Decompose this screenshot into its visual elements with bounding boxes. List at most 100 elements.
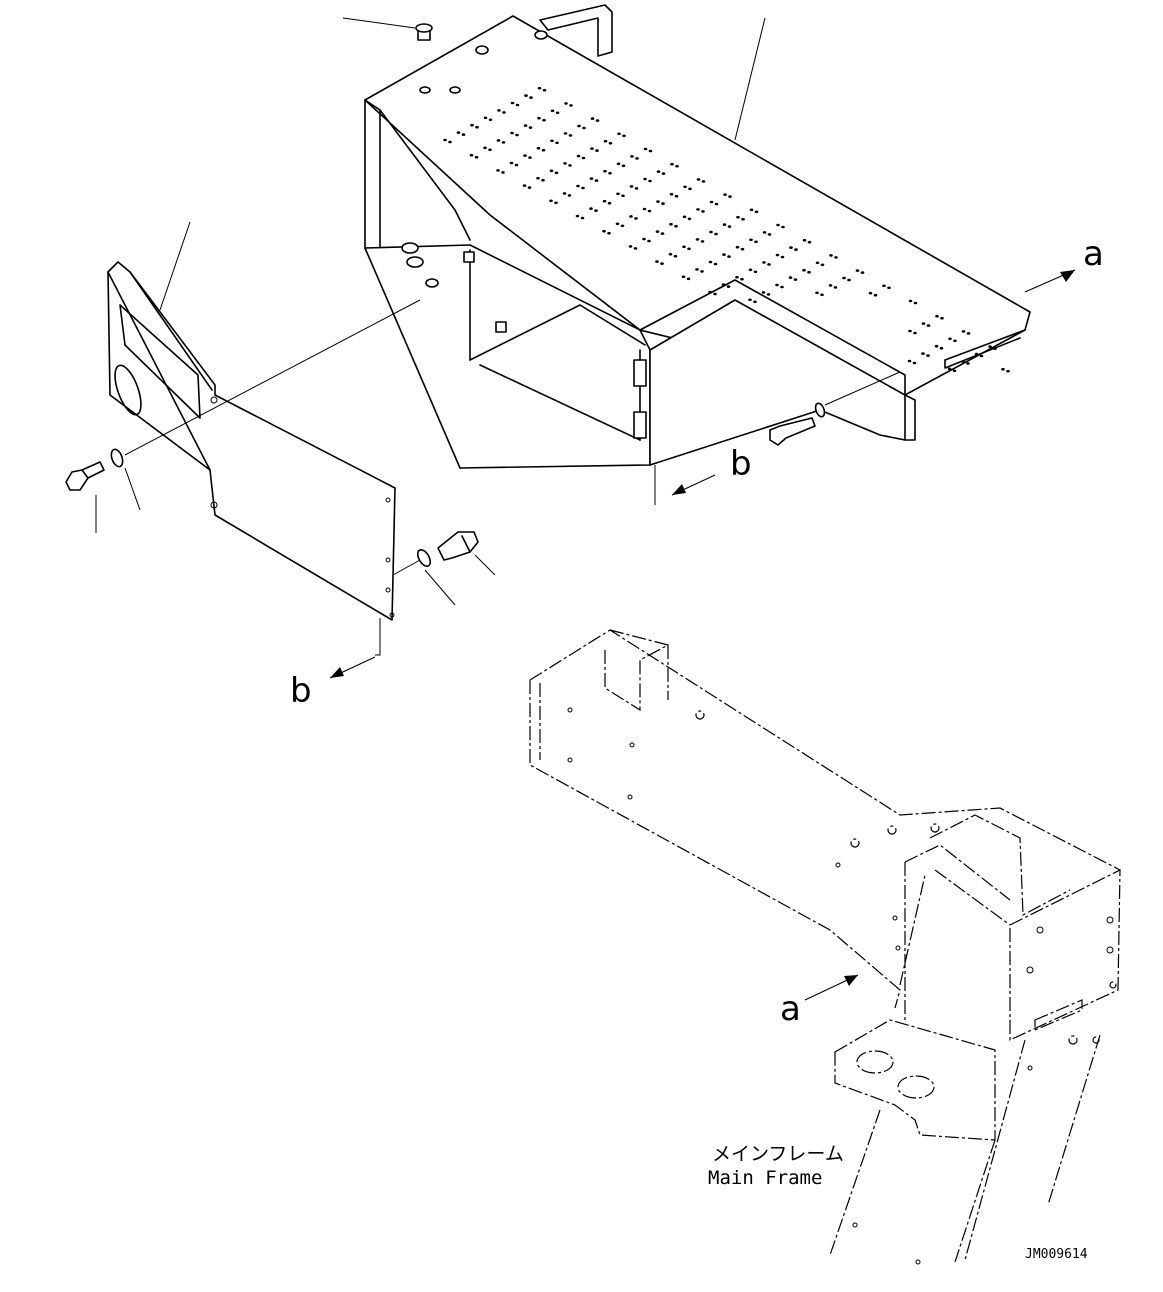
perforation-hole <box>483 146 487 150</box>
perforation-hole <box>749 238 753 242</box>
perforation-hole <box>762 231 767 234</box>
perforation-hole <box>514 163 519 167</box>
perforation-hole <box>907 359 912 363</box>
perforation-hole <box>542 118 546 122</box>
perforation-hole <box>735 245 740 249</box>
bolt-left <box>65 461 105 491</box>
perforation-hole <box>470 123 474 127</box>
perforation-hole <box>488 148 492 152</box>
perforation-hole <box>935 314 939 318</box>
arrow-b-left <box>329 656 376 679</box>
perforation-hole <box>483 116 488 120</box>
perforation-hole <box>776 223 780 227</box>
perforation-hole <box>882 284 886 288</box>
perforation-hole <box>701 180 706 183</box>
perforation-hole <box>576 154 581 158</box>
perforation-hole <box>700 240 705 243</box>
perforation-hole <box>1006 369 1010 373</box>
main-frame-label-en: Main Frame <box>708 1167 822 1189</box>
perforation-hole <box>607 201 612 205</box>
washer-left <box>110 448 124 468</box>
perforation-hole <box>608 171 612 175</box>
perforation-hole <box>748 298 752 302</box>
bolt-right <box>437 531 479 561</box>
perforation-hole <box>576 184 580 188</box>
perforation-hole <box>523 154 527 157</box>
perforation-hole <box>842 276 846 280</box>
perforation-hole <box>524 94 528 97</box>
perforation-hole <box>1001 367 1005 371</box>
perforation-hole <box>815 261 820 265</box>
perforation-hole <box>461 133 466 136</box>
perforation-hole <box>603 169 607 173</box>
perforation-hole <box>695 268 699 271</box>
perforation-hole <box>912 361 917 365</box>
perforation-hole <box>974 352 979 356</box>
perforation-hole <box>709 230 713 234</box>
perforation-hole <box>727 255 731 258</box>
perforation-hole <box>554 201 558 205</box>
perforation-hole <box>501 141 506 144</box>
perforation-hole <box>748 268 753 272</box>
perforation-hole <box>647 239 651 243</box>
perforation-hole <box>660 262 664 265</box>
drawing-number: JM009614 <box>1025 1247 1088 1262</box>
perforation-hole <box>753 300 757 304</box>
side-cover-panel <box>107 261 396 621</box>
perforation-hole <box>753 270 758 274</box>
perforation-hole <box>549 169 554 173</box>
perforation-hole <box>952 369 957 373</box>
perforation-hole <box>829 254 833 257</box>
perforation-hole <box>714 202 719 206</box>
perforation-hole <box>642 207 647 211</box>
perforation-hole <box>635 157 639 160</box>
perforation-hole <box>873 293 878 297</box>
perforation-hole <box>581 186 585 190</box>
perforation-hole <box>620 224 625 228</box>
perforation-hole <box>908 299 913 303</box>
perforation-hole <box>675 164 679 168</box>
perforation-hole <box>580 216 585 220</box>
main-frame-phantom <box>529 629 1121 1265</box>
perforation-hole <box>582 126 586 130</box>
perforation-hole <box>647 209 652 213</box>
perforation-hole <box>913 301 918 305</box>
perforation-hole <box>643 147 648 151</box>
perforation-hole <box>668 252 673 256</box>
perforation-hole <box>727 225 732 228</box>
perforation-hole <box>567 194 572 197</box>
perforation-hole <box>939 346 944 350</box>
perforation-hole <box>608 141 613 145</box>
perforation-hole <box>655 260 659 263</box>
perforation-hole <box>563 162 567 165</box>
perforation-hole <box>793 278 798 281</box>
perforation-hole <box>550 109 555 113</box>
perforation-hole <box>789 246 793 249</box>
perforation-hole <box>934 344 939 348</box>
perforation-hole <box>979 354 984 358</box>
perforation-hole <box>780 255 785 259</box>
perforation-hole <box>966 362 970 365</box>
perforation-hole <box>474 155 479 159</box>
perforation-hole <box>656 170 661 173</box>
perforation-hole <box>926 354 930 357</box>
perforation-hole <box>448 140 452 144</box>
perforation-hole <box>741 217 745 221</box>
perforation-hole <box>555 111 560 115</box>
perforation-hole <box>683 185 687 189</box>
perforation-hole <box>740 277 744 281</box>
perforation-hole <box>616 162 621 166</box>
perforation-hole <box>622 134 626 138</box>
perforation-hole <box>536 146 541 150</box>
perforation-hole <box>723 193 727 196</box>
perforation-hole <box>634 217 638 220</box>
view-label-b-right: b <box>730 444 752 484</box>
view-label-b-left: b <box>290 671 312 711</box>
perforation-hole <box>767 263 771 266</box>
main-frame-label-ja: メインフレーム <box>712 1143 844 1165</box>
perforation-hole <box>802 238 807 242</box>
perforation-hole <box>669 192 674 196</box>
perforation-hole <box>775 253 780 257</box>
perforation-hole <box>602 229 606 233</box>
perforation-hole <box>502 111 506 114</box>
